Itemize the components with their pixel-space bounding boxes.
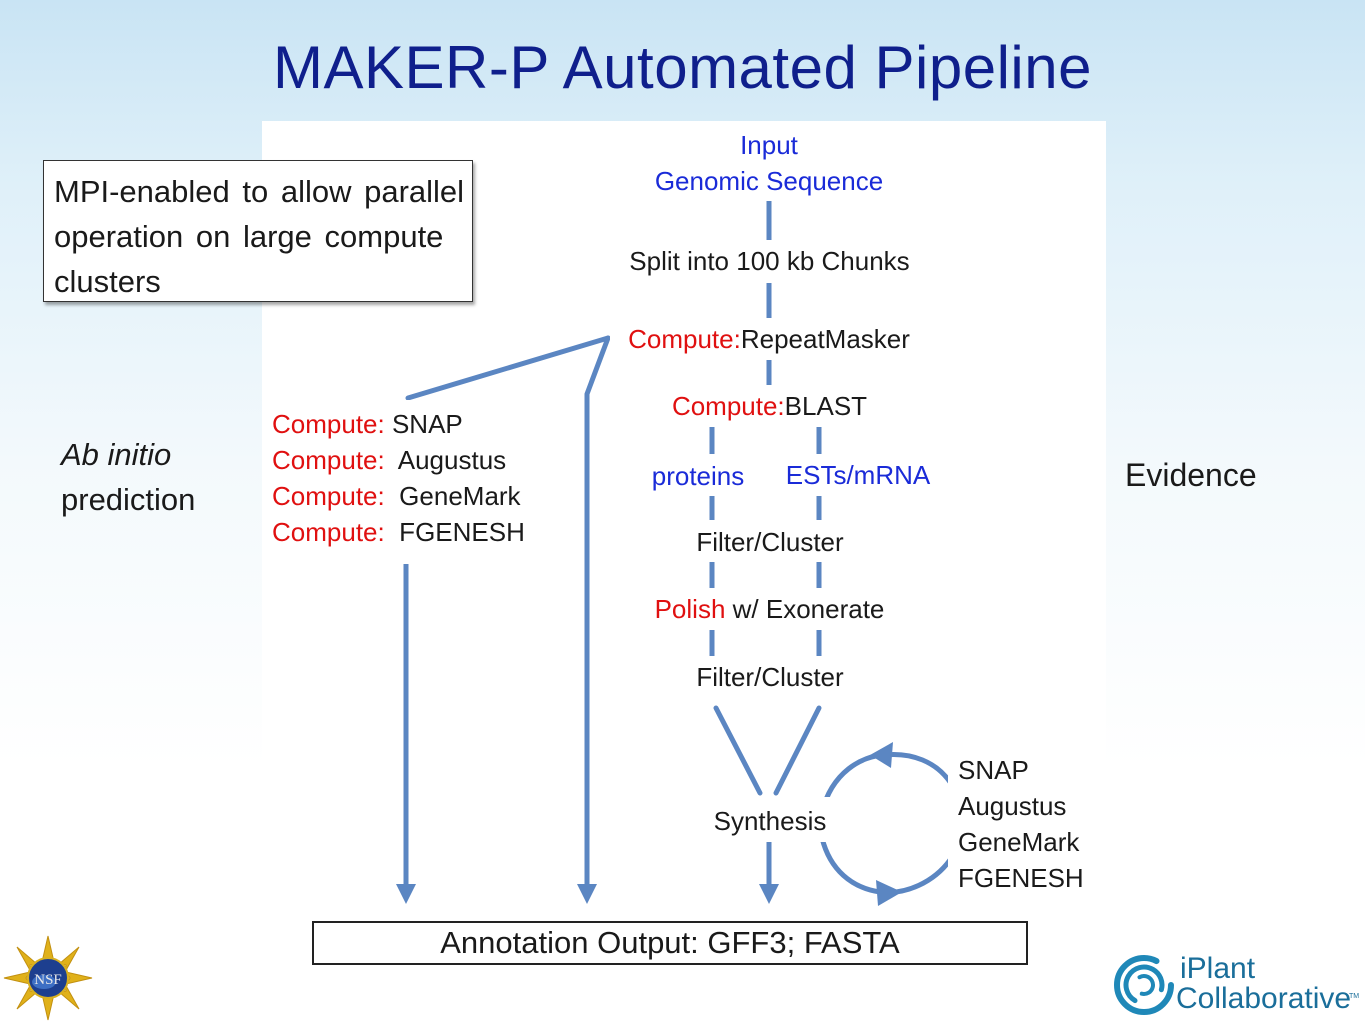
split-node-label: Split into 100 kb Chunks [629,246,910,276]
connector-filter-synthesis-right [773,705,822,796]
retrain-arrowhead-top [870,742,893,768]
ab-initio-label: Ab initio prediction [61,432,195,522]
abinitio-tool-prefix: Compute: [272,481,385,511]
abinitio-tool-name: FGENESH [384,517,525,547]
retrain-tools-box: SNAP Augustus GeneMark FGENESH [948,746,1096,900]
ab-initio-label-line1: Ab initio [61,437,172,472]
filter-cluster-node-1: Filter/Cluster [680,520,860,562]
abinitio-tool-name: SNAP [384,409,463,439]
evidence-label: Evidence [1125,457,1257,493]
polish-node: Polish w/ Exonerate [638,588,901,630]
proteins-label: proteins [651,461,745,491]
filter-cluster-label-2: Filter/Cluster [696,662,844,692]
abinitio-tools-box: Compute: SNAP Compute: Augustus Compute:… [262,400,548,554]
iplant-logo-line2: Collaborative [1176,982,1352,1015]
abinitio-tool-row: Compute: Augustus [272,442,548,478]
input-node-line1: Input [740,130,798,160]
iplant-logo-mark: TM [1114,955,1359,1015]
retrain-arrowhead-bottom [876,880,902,906]
ab-initio-label-line2: prediction [61,482,196,517]
branch-to-abinitio [405,335,611,401]
slide-title: MAKER-P Automated Pipeline [273,34,1092,101]
abinitio-tool-prefix: Compute: [272,445,385,475]
abinitio-tool-row: Compute: SNAP [272,406,548,442]
blast-prefix: Compute: [671,391,785,421]
nsf-logo-text: NSF [34,972,62,988]
abinitio-tool-prefix: Compute: [272,517,385,547]
ests-node: ESTs/mRNA [775,454,941,496]
repeatmasker-tool: RepeatMasker [740,324,910,354]
abinitio-tool-row: Compute: GeneMark [272,478,548,514]
mpi-note-box: MPI-enabled to allow parallel operation … [43,160,473,302]
iplant-tm: TM [1349,993,1359,1000]
abinitio-tool-name: Augustus [384,445,507,475]
split-node: Split into 100 kb Chunks [589,240,950,283]
synthesis-label: Synthesis [713,806,827,836]
retrain-tool: GeneMark [958,827,1080,857]
blast-tool: BLAST [784,391,868,421]
retrain-tool: Augustus [958,791,1067,821]
nsf-logo: NSF [3,935,93,1021]
proteins-node: proteins [638,454,758,496]
retrain-loop-arc-bottom [819,837,953,895]
iplant-logo-line1: iPlant [1180,952,1256,985]
annotation-output-box: Annotation Output: GFF3; FASTA [312,921,1028,965]
repeatmasker-node: Compute:RepeatMasker [610,318,928,360]
connector-filter-synthesis-left [713,705,763,796]
synthesis-node: Synthesis [705,797,835,842]
repeatmasker-prefix: Compute: [628,324,741,354]
retrain-tool: SNAP [958,755,1029,785]
abinitio-tool-row: Compute: FGENESH [272,514,548,550]
annotation-output-label: Annotation Output: GFF3; FASTA [440,925,900,960]
polish-prefix: Polish [654,594,726,624]
abinitio-tool-prefix: Compute: [272,409,385,439]
input-node: Input Genomic Sequence [642,127,896,201]
mpi-note-text: MPI-enabled to allow parallel operation … [54,174,465,299]
polish-rest: w/ Exonerate [725,594,885,624]
blast-node: Compute:BLAST [662,385,877,427]
filter-cluster-label-1: Filter/Cluster [696,527,844,557]
branch-to-output [584,335,611,397]
retrain-tool: FGENESH [958,863,1084,893]
abinitio-tool-name: GeneMark [384,481,521,511]
filter-cluster-node-2: Filter/Cluster [680,656,860,698]
input-node-line2: Genomic Sequence [654,166,884,196]
ests-label: ESTs/mRNA [785,460,931,490]
